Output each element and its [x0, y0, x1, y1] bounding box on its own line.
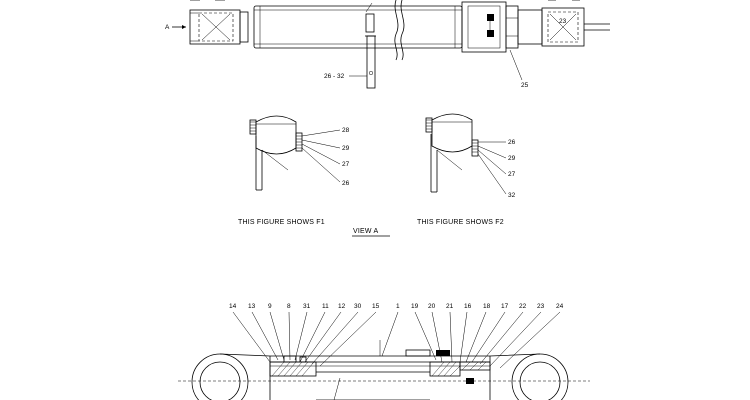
cylinder-tube: [253, 5, 463, 49]
left-rod-lug: [239, 11, 249, 43]
leader-25: [509, 49, 523, 81]
section-label-19: 19: [411, 303, 419, 310]
f2-label-26: 26: [508, 139, 516, 146]
section-left-eye-inner: [199, 361, 241, 400]
break-line-1: [394, 0, 399, 61]
label-23: 23: [559, 18, 567, 25]
pipe-line: [366, 35, 376, 89]
section-right-eye-inner: [519, 361, 561, 400]
break-line-2: [400, 0, 405, 61]
pipe-clamp: [365, 13, 375, 33]
section-label-16: 16: [464, 303, 472, 310]
view-marker-a: A: [165, 24, 170, 31]
f1-left-bolt: [249, 119, 257, 135]
caption-f1: THIS FIGURE SHOWS F1: [238, 219, 325, 226]
detail-f1: 28 29 27 26: [249, 115, 350, 191]
detail-f2: 26 29 27 32: [425, 113, 516, 199]
f1-label-29: 29: [342, 145, 350, 152]
f2-label-27: 27: [508, 171, 516, 178]
caption-f2: THIS FIGURE SHOWS F2: [417, 219, 504, 226]
section-label-21: 21: [446, 303, 454, 310]
section-label-12: 12: [338, 303, 346, 310]
port-block-lower: [487, 30, 494, 37]
cylinder-assembly-top-view: A: [165, 0, 610, 89]
f2-body: [431, 113, 473, 153]
f1-body: [255, 115, 297, 155]
label-25: 25: [521, 82, 529, 89]
section-label-30: 30: [354, 303, 362, 310]
right-rod-eye: [541, 7, 585, 47]
section-seal: [283, 355, 297, 363]
section-label-17: 17: [501, 303, 509, 310]
cylinder-section-view: 14 13 9 8 31 11 12 30 15 1 19 20 21 16 1…: [178, 303, 590, 400]
section-label-22: 22: [519, 303, 527, 310]
f1-label-26: 26: [342, 180, 350, 187]
section-label-23: 23: [537, 303, 545, 310]
section-label-9: 9: [268, 303, 272, 310]
section-label-24: 24: [556, 303, 564, 310]
head-flange: [505, 5, 519, 49]
section-label-15: 15: [372, 303, 380, 310]
section-piston: [429, 361, 461, 377]
caption-view-a: VIEW A: [353, 228, 378, 235]
left-eye-bushing: [198, 12, 234, 42]
section-label-8: 8: [287, 303, 291, 310]
view-arrow-head: [182, 25, 186, 29]
f1-label-28: 28: [342, 127, 350, 134]
label-26-32: 26 - 32: [324, 73, 345, 80]
section-label-1: 1: [396, 303, 400, 310]
f2-label-29: 29: [508, 155, 516, 162]
section-label-31: 31: [303, 303, 311, 310]
port-block-upper: [487, 14, 494, 21]
section-gland: [269, 361, 317, 377]
section-label-13: 13: [248, 303, 256, 310]
section-leader-lines: [232, 311, 561, 369]
section-label-11: 11: [322, 303, 329, 310]
section-port: [405, 349, 431, 357]
section-label-20: 20: [428, 303, 436, 310]
cylinder-head-block: [461, 1, 507, 53]
left-rod-eye: [189, 9, 241, 45]
head-cap: [517, 9, 543, 45]
f1-label-27: 27: [342, 161, 350, 168]
section-label-14: 14: [229, 303, 237, 310]
f2-label-32: 32: [508, 192, 516, 199]
right-eye-bushing: [547, 11, 579, 43]
section-label-18: 18: [483, 303, 491, 310]
f2-right-bolt: [471, 139, 479, 157]
f2-left-bolt: [425, 117, 433, 133]
